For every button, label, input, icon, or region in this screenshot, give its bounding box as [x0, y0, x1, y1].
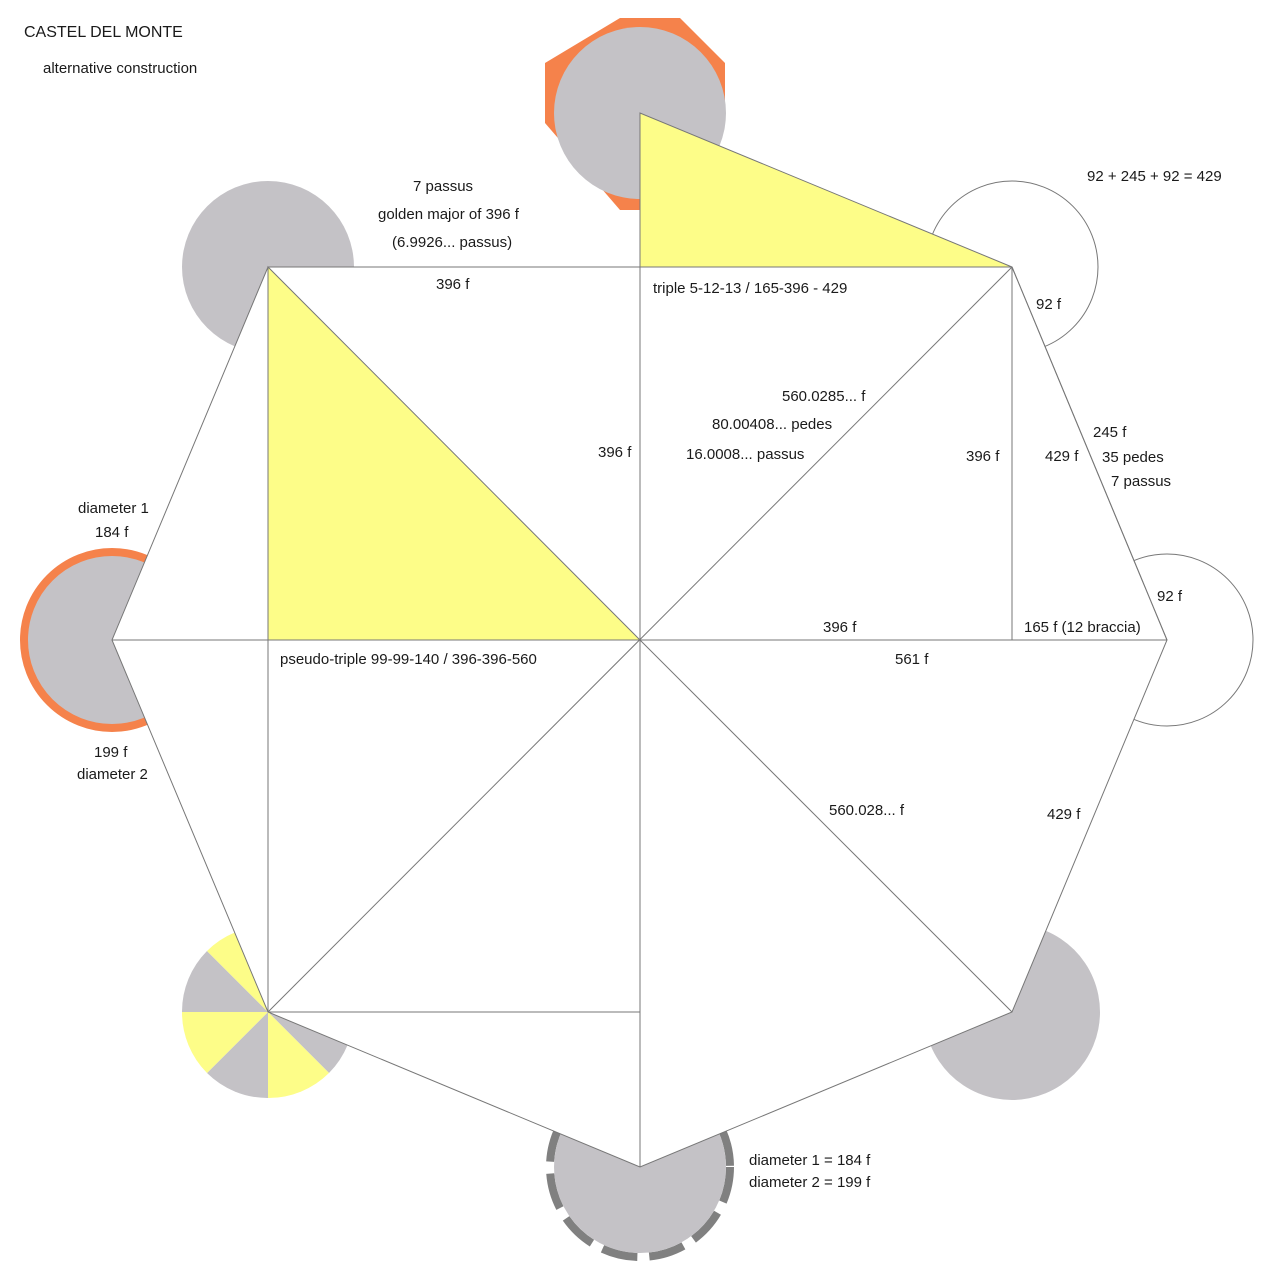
label-side-pedes: 35 pedes: [1102, 449, 1164, 466]
label-sum: 92 + 245 + 92 = 429: [1087, 168, 1222, 185]
label-ne-92: 92 f: [1036, 296, 1062, 313]
label-diameter1: diameter 1: [78, 500, 149, 517]
triple-triangle: [639, 112, 1013, 268]
label-top-passus: 7 passus: [413, 178, 473, 195]
label-diameter1-value: 184 f: [95, 524, 129, 541]
tower-south-ring: [546, 1073, 734, 1261]
label-561: 561 f: [895, 651, 929, 668]
label-diagonal-f: 560.0285... f: [782, 388, 866, 405]
label-golden-value: (6.9926... passus): [392, 234, 512, 251]
label-diagonal-lower: 560.028... f: [829, 802, 905, 819]
construction-lines: [112, 266, 1168, 1167]
label-side-429: 429 f: [1045, 448, 1079, 465]
label-braccia: 165 f (12 braccia): [1024, 619, 1141, 636]
label-east-92: 92 f: [1157, 588, 1183, 605]
label-pseudo-triple: pseudo-triple 99-99-140 / 396-396-560: [280, 651, 537, 668]
label-horiz-396: 396 f: [823, 619, 857, 636]
label-top-edge: 396 f: [436, 276, 470, 293]
legend-diameter1: diameter 1 = 184 f: [749, 1152, 871, 1169]
label-lower-429: 429 f: [1047, 806, 1081, 823]
label-diameter2: diameter 2: [77, 766, 148, 783]
label-triple: triple 5-12-13 / 165-396 - 429: [653, 280, 847, 297]
label-diagonal-passus: 16.0008... passus: [686, 446, 804, 463]
label-mid-396: 396 f: [598, 444, 632, 461]
page-subtitle: alternative construction: [43, 60, 197, 77]
label-side-passus: 7 passus: [1111, 473, 1171, 490]
label-side-245: 245 f: [1093, 424, 1127, 441]
label-golden-major: golden major of 396 f: [378, 206, 520, 223]
page-title: CASTEL DEL MONTE: [24, 24, 183, 41]
label-diameter2-value: 199 f: [94, 744, 128, 761]
label-diagonal-pedes: 80.00408... pedes: [712, 416, 832, 433]
label-right-396: 396 f: [966, 448, 1000, 465]
legend-diameter2: diameter 2 = 199 f: [749, 1174, 871, 1191]
